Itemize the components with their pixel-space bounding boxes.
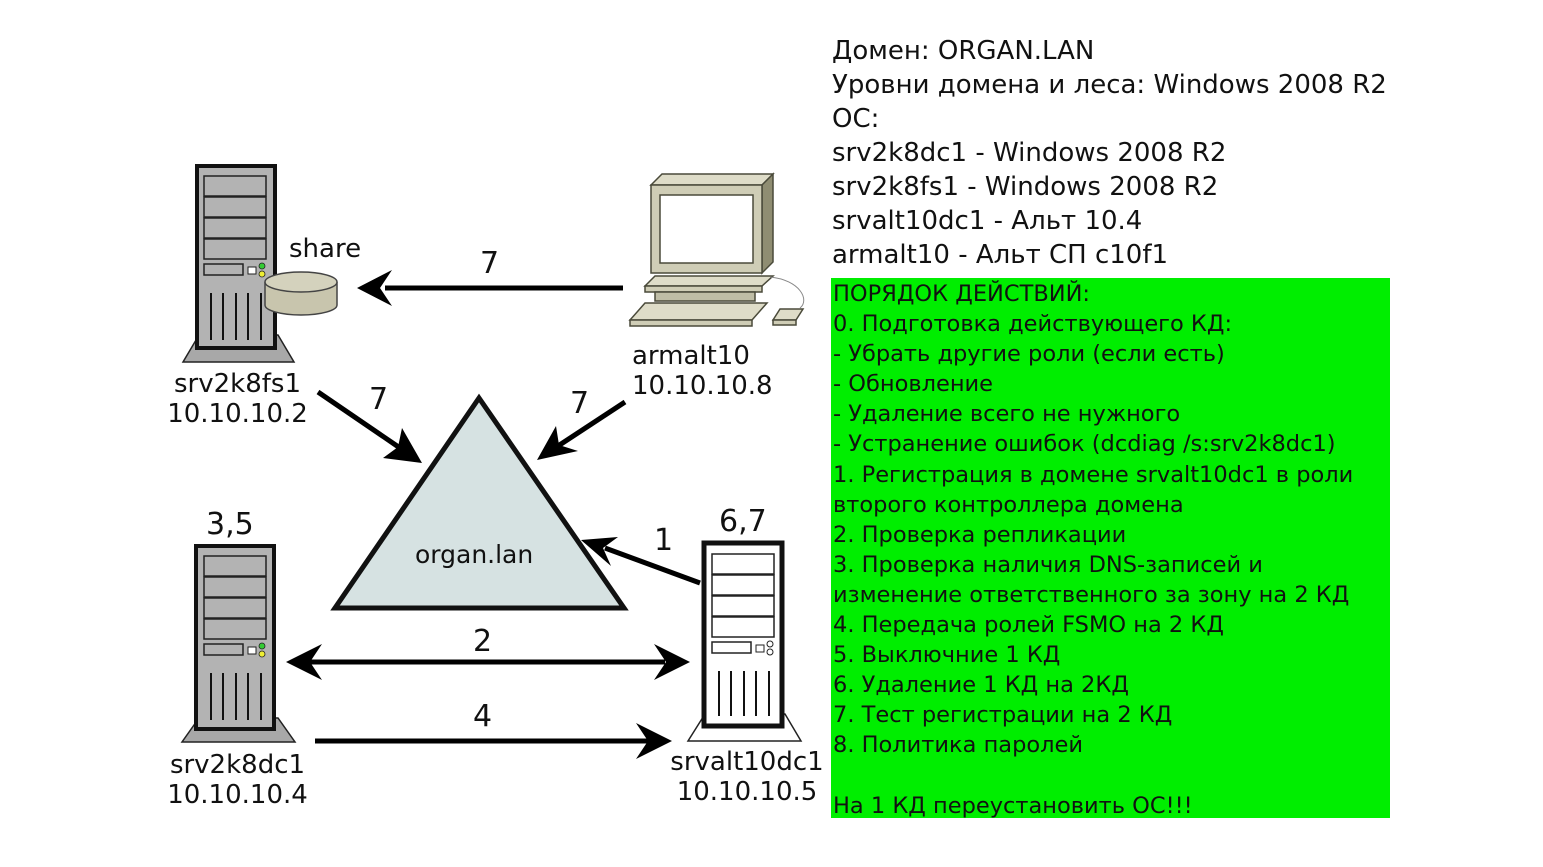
procedure-line: 4. Передача ролей FSMO на 2 КД <box>833 612 1224 639</box>
arrow-replication-bidirectional <box>286 644 690 680</box>
info-line: srv2k8dc1 - Windows 2008 R2 <box>832 138 1227 168</box>
dc-new-name: srvalt10dc1 <box>670 747 824 777</box>
procedure-line: 7. Тест регистрации на 2 КД <box>833 702 1173 729</box>
info-line: Уровни домена и леса: Windows 2008 R2 <box>832 70 1387 100</box>
fileserver-ip: 10.10.10.2 <box>167 399 308 429</box>
procedure-line: 0. Подготовка действующего КД: <box>833 311 1233 338</box>
procedure-line: 3. Проверка наличия DNS-записей и <box>833 551 1263 578</box>
share-disk-icon <box>264 271 338 316</box>
workstation-name: armalt10 <box>632 341 750 371</box>
workstation-ip: 10.10.10.8 <box>632 371 773 401</box>
procedure-line: 1. Регистрация в домене srvalt10dc1 в ро… <box>833 461 1354 488</box>
info-line: armalt10 - Альт СП c10f1 <box>832 240 1169 270</box>
edge-label-dcnew-domain: 1 <box>654 523 674 558</box>
arrow-fileserver-to-domain <box>316 389 422 463</box>
procedure-line: 2. Проверка репликации <box>833 521 1127 548</box>
dc-new-ip: 10.10.10.5 <box>676 777 818 807</box>
info-line: srvalt10dc1 - Альт 10.4 <box>832 206 1143 236</box>
domain-label[interactable]: organ.lan <box>415 540 534 569</box>
domain-triangle-icon <box>330 393 629 611</box>
dc-new-server-icon <box>686 540 803 742</box>
workstation-node[interactable]: armalt10 10.10.10.8 <box>632 341 773 401</box>
arrow-workstation-to-domain <box>537 399 627 460</box>
procedure-line: 6. Удаление 1 КД на 2КД <box>833 672 1129 699</box>
dc-old-node[interactable]: srv2k8dc1 10.10.10.4 <box>155 750 320 810</box>
arrow-workstation-to-share <box>357 270 623 306</box>
dc-new-node[interactable]: srvalt10dc1 10.10.10.5 <box>662 747 832 807</box>
fileserver-icon <box>181 164 296 363</box>
procedure-line: 8. Политика паролей <box>833 732 1083 759</box>
fileserver-name: srv2k8fs1 <box>173 369 301 399</box>
procedure-line: изменение ответственного за зону на 2 КД <box>833 581 1350 608</box>
edge-label-workstation-domain: 7 <box>570 386 590 421</box>
procedure-line: - Устранение ошибок (dcdiag /s:srv2k8dc1… <box>833 431 1336 458</box>
procedure-title: ПОРЯДОК ДЕЙСТВИЙ: <box>833 281 1091 307</box>
dc-new-steps: 6,7 <box>719 504 767 539</box>
arrow-dcnew-to-domain <box>581 537 701 586</box>
info-line: ОС: <box>832 104 880 134</box>
procedure-line: второго контроллера домена <box>833 491 1184 518</box>
dc-old-server-icon <box>180 544 297 743</box>
procedure-blank-line <box>833 761 1390 791</box>
domain-info: Домен: ORGAN.LAN Уровни домена и леса: W… <box>832 34 1387 272</box>
dc-old-name: srv2k8dc1 <box>169 750 306 780</box>
dc-old-steps: 3,5 <box>206 507 254 542</box>
edge-label-fileserver-domain: 7 <box>369 382 389 417</box>
edge-label-replication: 2 <box>473 624 493 659</box>
info-line: Домен: ORGAN.LAN <box>832 36 1095 66</box>
procedure-line: - Удаление всего не нужного <box>833 401 1181 428</box>
procedure-line: 5. Выключние 1 КД <box>833 642 1061 669</box>
share-label: share <box>289 234 362 264</box>
procedure-warning: На 1 КД переустановить ОС!!! <box>833 792 1193 819</box>
procedure-box: ПОРЯДОК ДЕЙСТВИЙ: 0. Подготовка действую… <box>831 278 1390 819</box>
edge-label-fsmo: 4 <box>473 699 493 734</box>
procedure-line: - Убрать другие роли (если есть) <box>833 341 1225 368</box>
workstation-icon <box>628 172 805 327</box>
edge-label-workstation-share: 7 <box>480 246 500 281</box>
fileserver-node[interactable]: srv2k8fs1 10.10.10.2 <box>155 369 320 429</box>
arrow-fsmo-transfer <box>315 723 672 759</box>
procedure-line: - Обновление <box>833 371 993 398</box>
dc-old-ip: 10.10.10.4 <box>167 780 308 810</box>
info-line: srv2k8fs1 - Windows 2008 R2 <box>832 172 1219 202</box>
